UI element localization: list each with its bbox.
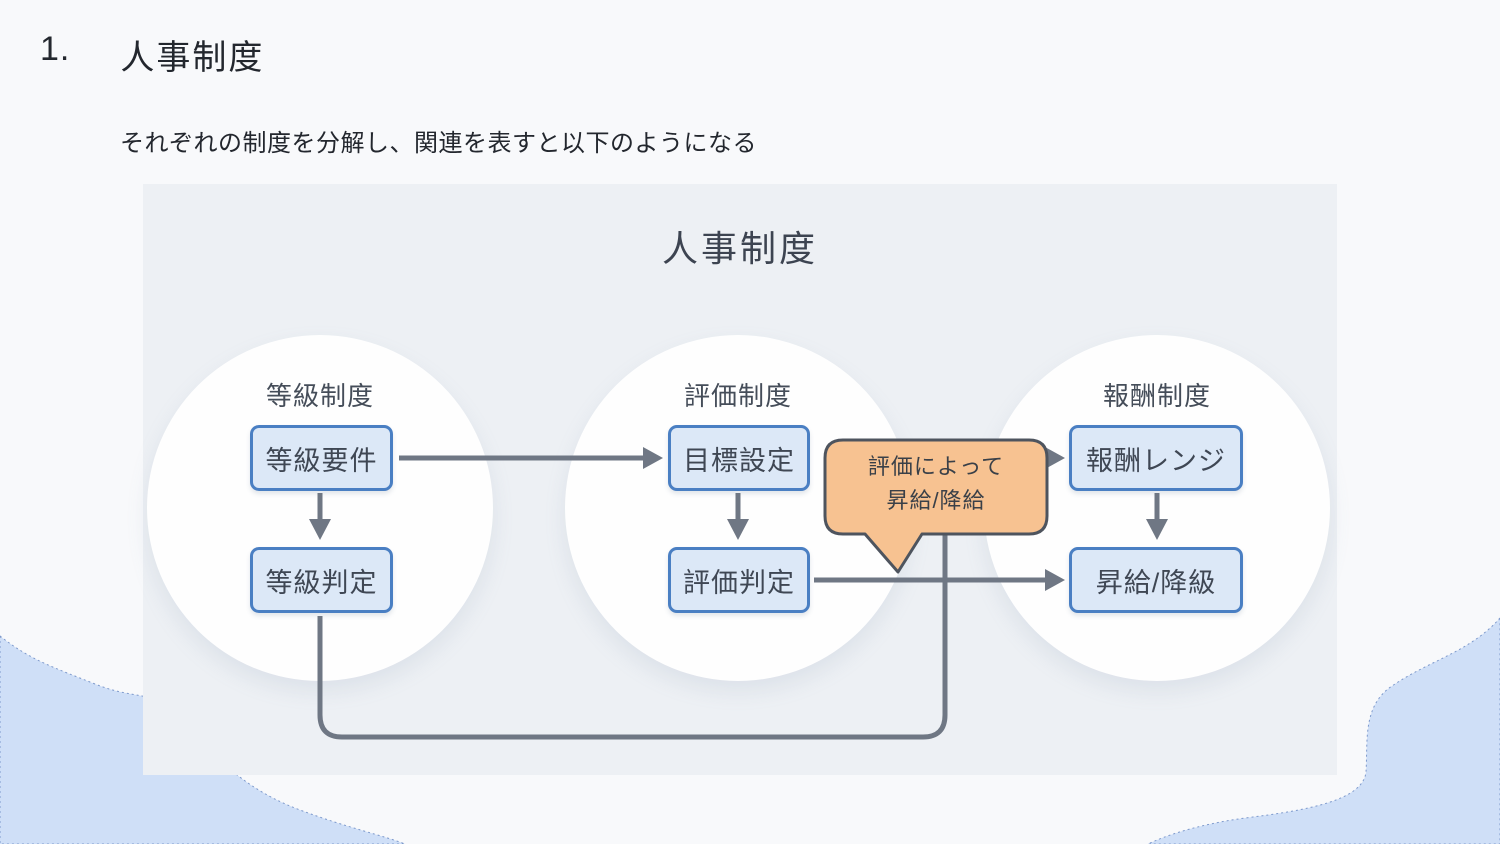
diagram-title: 人事制度	[661, 228, 818, 269]
callout-line2: 昇給/降給	[886, 488, 986, 513]
label-compensation-system: 報酬制度	[1102, 381, 1211, 411]
node-grade-criteria: 等級要件	[250, 425, 393, 491]
callout-line1: 評価によって	[867, 454, 1005, 479]
label-evaluation-system: 評価制度	[683, 381, 792, 411]
diagram-panel: 人事制度 等級制度 評価制度 報酬制度 等級要件 等級判定 目標設定 評価判定 …	[143, 184, 1337, 775]
blob-bottom-right	[1147, 617, 1500, 844]
node-evaluation-decision: 評価判定	[668, 547, 810, 613]
slide-header: 1. 人事制度	[40, 30, 264, 79]
node-raise-demotion: 昇給/降級	[1069, 547, 1243, 613]
node-goal-setting: 目標設定	[668, 425, 810, 491]
label-grade-system: 等級制度	[265, 381, 374, 411]
slide-number: 1.	[40, 30, 71, 68]
subtitle: それぞれの制度を分解し、関連を表すと以下のようになる	[120, 130, 757, 157]
node-grade-decision: 等級判定	[250, 547, 393, 613]
node-salary-range: 報酬レンジ	[1069, 425, 1243, 491]
callout-label: 評価によって 昇給/降給	[825, 450, 1047, 518]
page-title: 人事制度	[120, 39, 265, 77]
